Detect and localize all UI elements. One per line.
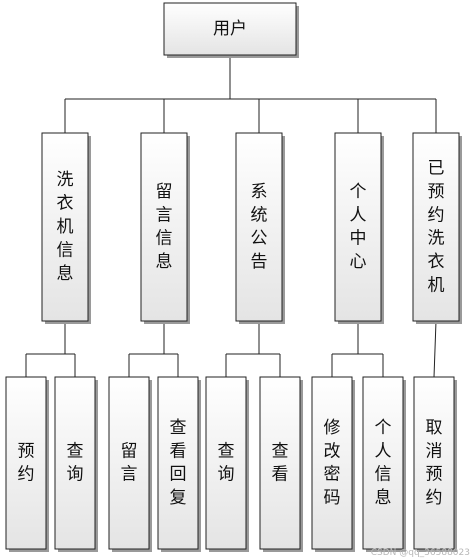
watermark: CSDN @qq_36588023 — [370, 548, 470, 558]
function-node-0-0-label: 预约 — [18, 441, 35, 484]
module-node-0-box — [41, 132, 89, 322]
function-node-3-0-label: 修改密码 — [324, 418, 341, 508]
module-node-0: 洗衣机信息 — [41, 132, 91, 324]
function-node-0-1-box — [54, 376, 96, 550]
module-node-2: 系统公告 — [235, 132, 285, 324]
function-node-2-1: 查看 — [259, 376, 303, 552]
function-node-2-1-label: 查看 — [272, 441, 289, 484]
function-node-1-0-label: 留言 — [121, 441, 138, 484]
module-node-4-box — [412, 132, 460, 322]
function-node-1-1: 查看回复 — [157, 376, 201, 552]
function-node-0-0: 预约 — [5, 376, 49, 552]
module-node-4: 已预约洗衣机 — [412, 132, 462, 324]
root-node: 用户 — [163, 2, 299, 58]
root-node-label: 用户 — [213, 19, 247, 39]
module-node-1-label: 留言信息 — [156, 182, 173, 272]
function-node-1-1-box — [157, 376, 199, 550]
connectors — [25, 55, 437, 378]
module-node-2-box — [235, 132, 283, 322]
root-node-box — [163, 2, 297, 56]
function-node-0-1: 查询 — [54, 376, 98, 552]
function-node-1-1-label: 查看回复 — [170, 418, 187, 508]
function-node-3-1-label: 个人信息 — [375, 418, 392, 508]
function-node-0-1-label: 查询 — [67, 441, 84, 484]
function-node-2-0-box — [205, 376, 247, 550]
module-node-3-box — [334, 132, 382, 322]
module-node-1-box — [140, 132, 188, 322]
module-4-child-drop-0 — [433, 320, 437, 378]
function-node-3-1-box — [362, 376, 404, 550]
module-node-0-label: 洗衣机信息 — [57, 170, 74, 284]
function-node-1-0-box — [108, 376, 150, 550]
module-node-1: 留言信息 — [140, 132, 190, 324]
nodes: 用户洗衣机信息预约查询留言信息留言查看回复系统公告查询查看个人中心修改密码个人信… — [5, 2, 462, 552]
function-node-2-1-box — [259, 376, 301, 550]
function-node-2-0-label: 查询 — [218, 441, 235, 484]
function-node-3-0-box — [311, 376, 353, 550]
module-node-3: 个人中心 — [334, 132, 384, 324]
function-node-3-0: 修改密码 — [311, 376, 355, 552]
module-node-4-label: 已预约洗衣机 — [428, 158, 445, 295]
function-node-3-1: 个人信息 — [362, 376, 406, 552]
function-node-4-0-label: 取消预约 — [426, 418, 443, 508]
function-node-1-0: 留言 — [108, 376, 152, 552]
function-node-4-0-box — [413, 376, 455, 550]
function-node-4-0: 取消预约 — [413, 376, 457, 552]
module-node-2-label: 系统公告 — [251, 182, 268, 272]
function-node-2-0: 查询 — [205, 376, 249, 552]
module-node-3-label: 个人中心 — [350, 182, 367, 272]
function-node-0-0-box — [5, 376, 47, 550]
